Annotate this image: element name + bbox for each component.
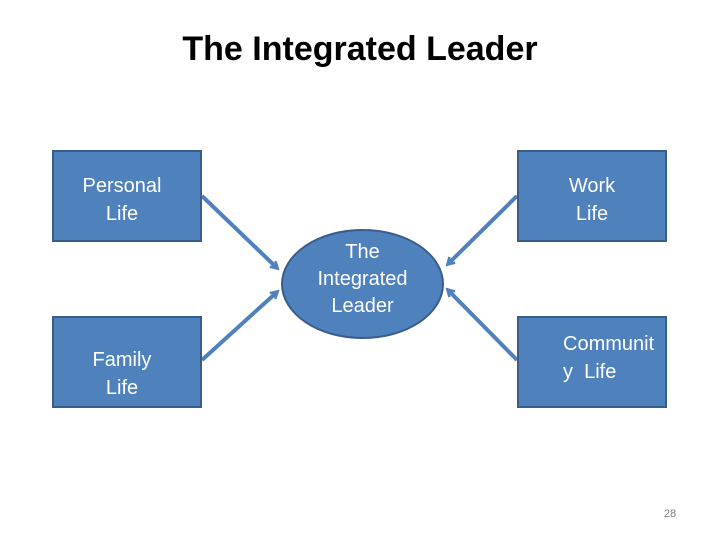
slide-title: The Integrated Leader (182, 30, 538, 68)
arrow-family-to-center (200, 292, 277, 362)
node-integrated-leader: The Integrated Leader (281, 229, 444, 339)
node-family-life: Family Life (52, 316, 202, 408)
page-number: 28 (663, 508, 677, 520)
node-work-life: Work Life (517, 150, 667, 242)
arrow-community-to-center (448, 290, 519, 362)
arrow-work-to-center (448, 194, 519, 264)
node-community-life: Communit y Life (517, 316, 667, 408)
node-personal-life: Personal Life (52, 150, 202, 242)
node-family-life-label: Family Life (92, 349, 152, 399)
node-personal-life-label: Personal Life (82, 175, 162, 225)
arrow-personal-to-center (200, 194, 277, 268)
node-integrated-leader-label: The Integrated Leader (317, 241, 408, 317)
node-work-life-label: Work Life (568, 175, 616, 225)
node-community-life-label: Communit y Life (563, 333, 655, 383)
